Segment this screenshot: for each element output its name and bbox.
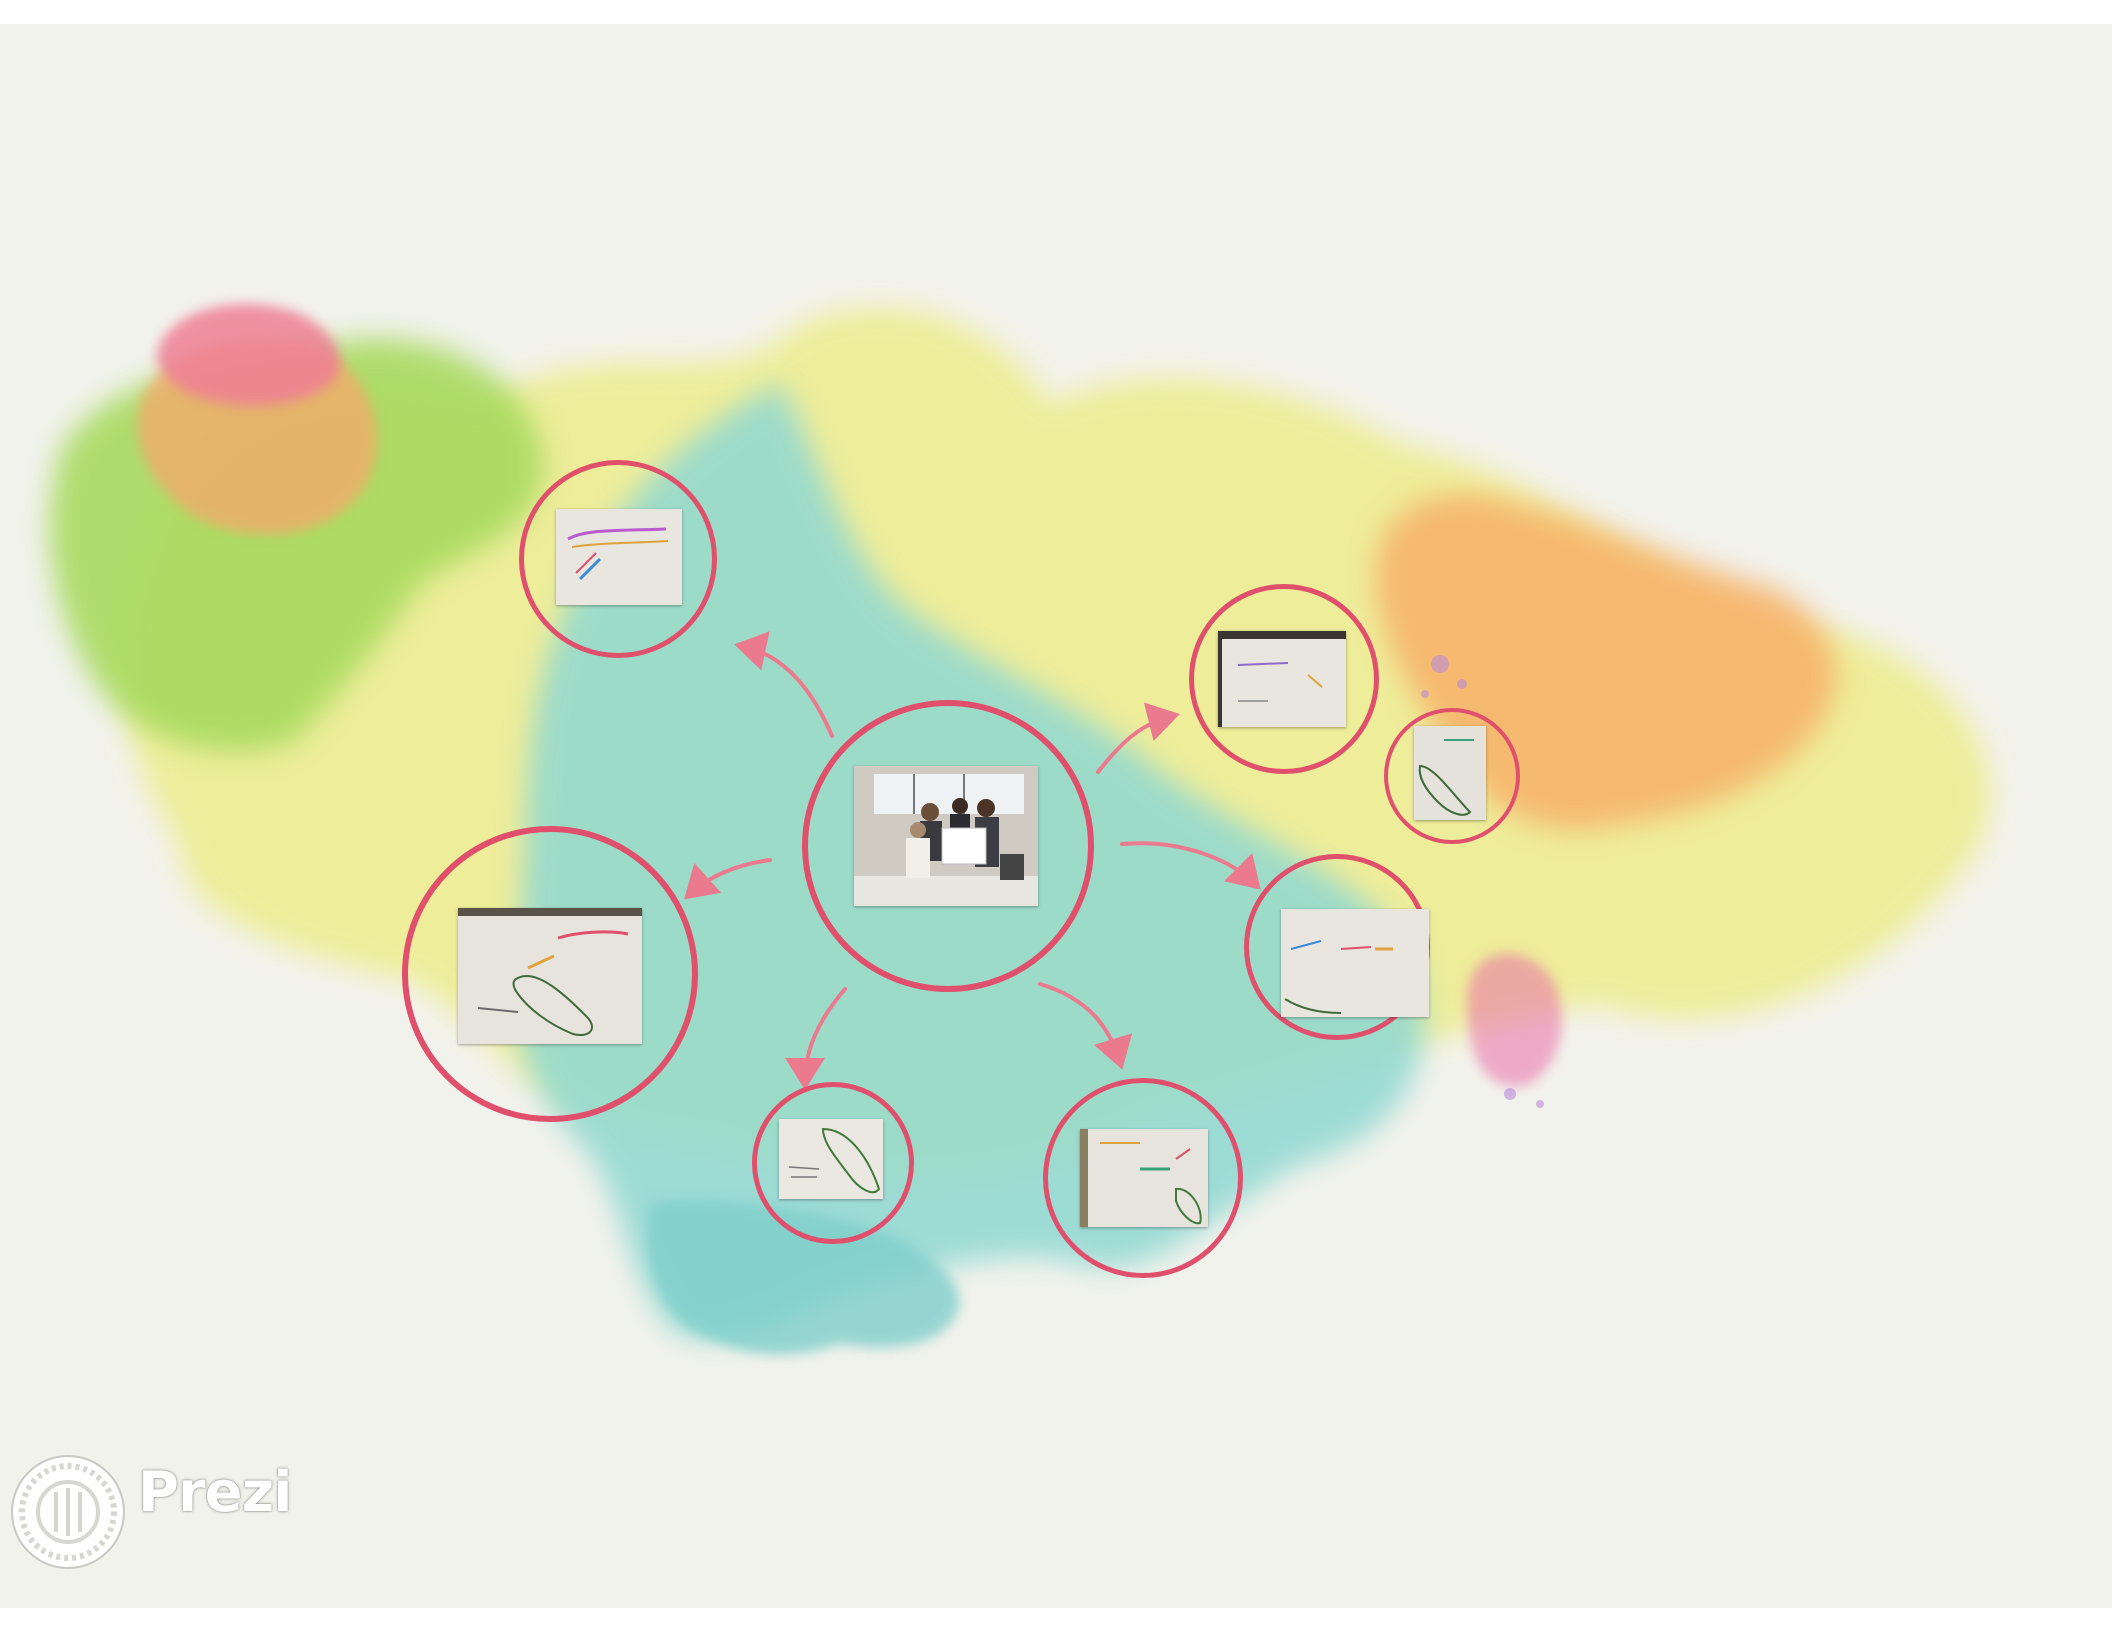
topic-far-right[interactable] (1384, 708, 1520, 844)
arrows-poster-icon (1281, 909, 1429, 1017)
zucchini-small-image (1414, 726, 1486, 820)
arrow-to-upper-left (742, 646, 832, 736)
center-topic[interactable] (802, 700, 1094, 992)
framed-notes-image (1218, 631, 1346, 727)
prezi-canvas[interactable] (0, 24, 2112, 1608)
arrow-to-bottom-right (1040, 984, 1120, 1062)
topic-left[interactable] (402, 826, 698, 1122)
prezi-logo-icon (8, 1450, 132, 1574)
prezi-logo-wordmark: Prezi (138, 1460, 291, 1525)
arrow-to-upper-right (1098, 716, 1172, 772)
handwritten-poster-icon (556, 509, 682, 605)
arrows-poster-image (1281, 909, 1429, 1017)
zucchini-notes-image (779, 1119, 883, 1199)
zucchini-notes-icon (779, 1119, 883, 1199)
zucchini-small-icon (1414, 726, 1486, 820)
arrow-to-right (1122, 843, 1255, 884)
topic-bottom-right[interactable] (1043, 1078, 1243, 1278)
zucchini-drawing-large-icon (458, 908, 642, 1044)
topic-right[interactable] (1244, 854, 1430, 1040)
framed-notes-icon (1218, 631, 1346, 727)
group-photo-icon (854, 766, 1038, 906)
arrow-to-left (690, 860, 770, 894)
zucchini-drawing-large-image (458, 908, 642, 1044)
prezi-logo[interactable]: Prezi (8, 1450, 268, 1560)
topic-bottom-left[interactable] (752, 1082, 914, 1244)
group-photo-image (854, 766, 1038, 906)
handwritten-poster-image (556, 509, 682, 605)
zucchini-poster-icon (1080, 1129, 1208, 1227)
arrow-to-bottom-left (805, 989, 845, 1082)
topic-upper-left[interactable] (519, 460, 717, 658)
topic-upper-right[interactable] (1189, 584, 1379, 774)
zucchini-poster-image (1080, 1129, 1208, 1227)
